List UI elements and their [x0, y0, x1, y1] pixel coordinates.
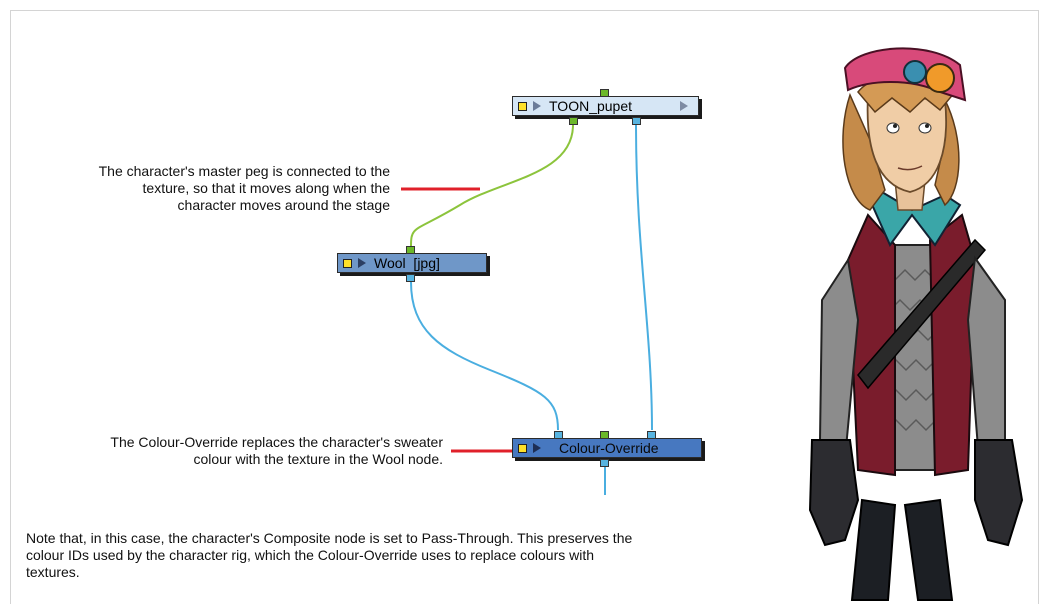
node-toon-pupet[interactable]: TOON_pupet	[512, 96, 699, 116]
node-enable-icon[interactable]	[518, 443, 527, 453]
wool-output-port[interactable]	[406, 274, 415, 282]
colour-override-input-port-1[interactable]	[554, 431, 563, 439]
toon-pupet-output-port-right[interactable]	[632, 117, 641, 125]
node-output-arrow-icon[interactable]	[680, 101, 688, 111]
canvas-frame	[10, 10, 1039, 604]
annotation-colour-override: The Colour-Override replaces the charact…	[30, 434, 443, 468]
wool-input-port[interactable]	[406, 246, 415, 254]
annotation-master-peg: The character's master peg is connected …	[30, 163, 390, 214]
node-label: Colour-Override	[559, 440, 659, 456]
colour-override-input-port-2[interactable]	[600, 431, 609, 439]
wire-wool-to-override	[410, 281, 559, 431]
annotation-line: character moves around the stage	[177, 197, 390, 213]
note-line: colour IDs used by the character rig, wh…	[26, 547, 595, 563]
wire-toon-to-override	[635, 124, 653, 431]
annotation-line: texture, so that it moves along when the	[142, 180, 390, 196]
colour-override-input-port-3[interactable]	[647, 431, 656, 439]
annotation-line: colour with the texture in the Wool node…	[193, 451, 443, 467]
node-expand-icon[interactable]	[533, 443, 541, 453]
note-line: textures.	[26, 564, 80, 580]
node-label: Wool [jpg]	[374, 255, 440, 271]
node-label: TOON_pupet	[549, 98, 633, 114]
toon-pupet-input-port[interactable]	[600, 89, 609, 97]
node-expand-icon[interactable]	[533, 101, 541, 111]
node-enable-icon[interactable]	[343, 258, 352, 268]
node-expand-icon[interactable]	[358, 258, 366, 268]
character-illustration	[808, 47, 1024, 601]
node-wool[interactable]: Wool [jpg]	[337, 253, 487, 273]
node-colour-override[interactable]: Colour-Override	[512, 438, 702, 458]
note-line: Note that, in this case, the character's…	[26, 530, 633, 546]
annotation-line: The Colour-Override replaces the charact…	[110, 434, 443, 450]
pass-through-note: Note that, in this case, the character's…	[26, 530, 786, 581]
annotation-line: The character's master peg is connected …	[98, 163, 390, 179]
colour-override-output-port[interactable]	[600, 459, 609, 467]
toon-pupet-output-port-left[interactable]	[569, 117, 578, 125]
node-enable-icon[interactable]	[518, 101, 527, 111]
wire-toon-to-wool	[410, 124, 574, 247]
